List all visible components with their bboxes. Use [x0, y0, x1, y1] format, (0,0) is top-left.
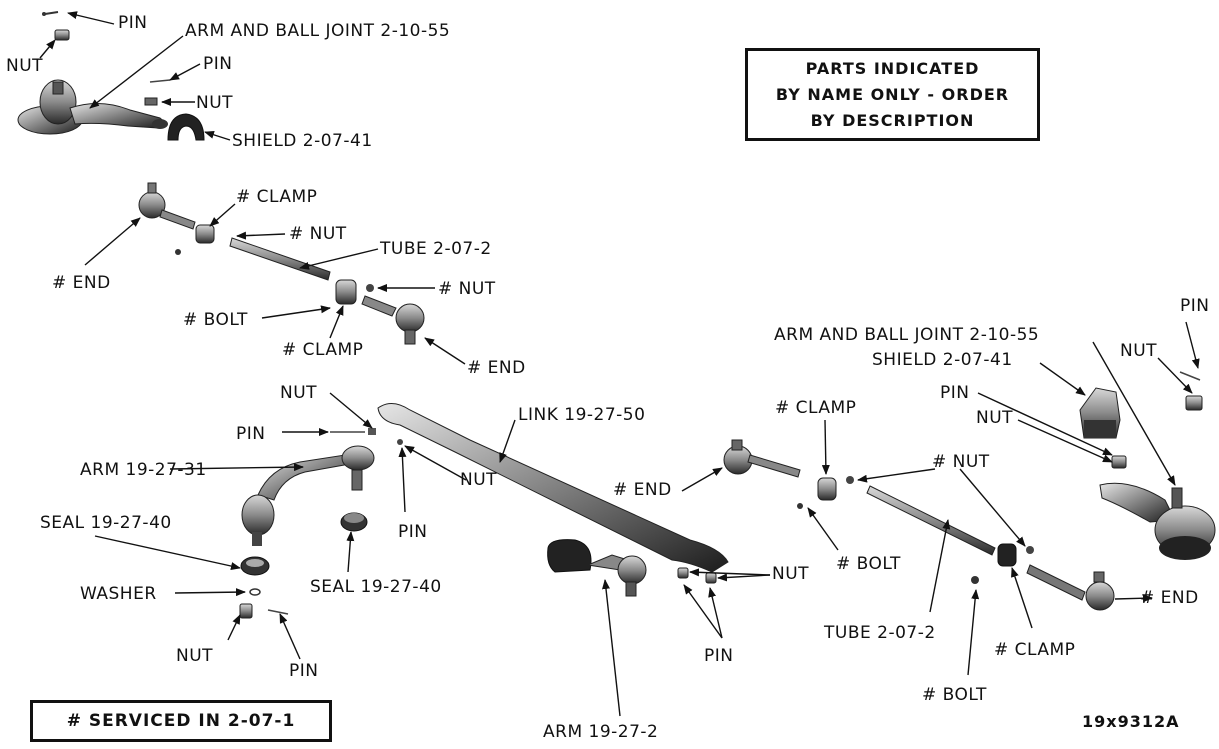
right-nut-2: [1111, 455, 1127, 469]
right-lower-bolt: [971, 576, 979, 584]
right-upper-clamp: [817, 477, 837, 501]
label-clamp: # CLAMP: [994, 640, 1076, 660]
top-left-shield: [167, 113, 205, 141]
label-arm-ball-joint: ARM AND BALL JOINT 2-10-55: [774, 325, 1040, 345]
label-nut: # NUT: [932, 452, 990, 472]
label-link: LINK 19-27-50: [518, 405, 646, 425]
right-upper-nut: [846, 476, 854, 484]
upper-right-nut: [366, 284, 374, 292]
label-nut: NUT: [196, 93, 234, 113]
label-pin: PIN: [118, 13, 148, 33]
label-nut: NUT: [176, 646, 214, 666]
label-end: # END: [613, 480, 672, 500]
idler-arm: [547, 539, 647, 597]
label-nut: NUT: [280, 383, 318, 403]
label-end: # END: [52, 273, 111, 293]
label-bolt: # BOLT: [836, 554, 901, 574]
center-link: [377, 403, 729, 573]
label-nut: NUT: [976, 408, 1014, 428]
top-left-nut-2: [144, 97, 158, 106]
washer: [249, 588, 261, 596]
label-pin: PIN: [398, 522, 428, 542]
label-nut: NUT: [772, 564, 810, 584]
label-shield: SHIELD 2-07-41: [872, 350, 1013, 370]
pitman-arm: [241, 445, 375, 546]
upper-right-end: [361, 295, 425, 345]
pitman-seal: [340, 512, 368, 532]
label-pin: PIN: [236, 424, 266, 444]
notice-line-3: BY DESCRIPTION: [810, 110, 975, 130]
lower-nut: [239, 603, 253, 619]
label-shield: SHIELD 2-07-41: [232, 131, 373, 151]
label-nut: NUT: [1120, 341, 1158, 361]
right-tube: [866, 485, 996, 556]
lower-seal: [240, 556, 270, 576]
label-arm-ball-joint: ARM AND BALL JOINT 2-10-55: [185, 21, 451, 41]
label-nut: NUT: [6, 56, 44, 76]
right-upper-end: [723, 439, 801, 478]
top-left-arm-ball-joint: [17, 79, 168, 135]
notice-line-2: BY NAME ONLY - ORDER: [775, 84, 1010, 104]
label-end: # END: [1140, 588, 1199, 608]
leader-lines: [39, 11, 1200, 717]
right-upper-bolt: [797, 503, 803, 509]
label-bolt: # BOLT: [183, 310, 248, 330]
label-pin: PIN: [203, 54, 233, 74]
label-pin: PIN: [704, 646, 734, 666]
label-tube: TUBE 2-07-2: [380, 239, 492, 259]
top-left-pin: [42, 11, 59, 16]
label-seal: SEAL 19-27-40: [40, 513, 172, 533]
label-washer: WASHER: [80, 584, 157, 604]
upper-right-clamp: [335, 279, 357, 305]
right-lower-clamp: [997, 543, 1017, 567]
top-left-nut: [54, 29, 70, 41]
lower-pin: [267, 609, 289, 615]
figure-id: 19x9312A: [1082, 712, 1180, 731]
upper-left-end: [138, 182, 196, 230]
notice-line-1: PARTS INDICATED: [805, 58, 980, 78]
label-bolt: # BOLT: [922, 685, 987, 705]
label-arm: ARM 19-27-2: [543, 722, 659, 742]
label-pin: PIN: [1180, 296, 1210, 316]
upper-left-clamp: [195, 224, 215, 244]
label-nut: # NUT: [289, 224, 347, 244]
label-clamp: # CLAMP: [282, 340, 364, 360]
top-left-pin-2: [149, 79, 171, 83]
upper-tube: [229, 237, 331, 281]
right-lower-end: [1026, 564, 1115, 611]
right-nut: [1185, 395, 1203, 411]
label-clamp: # CLAMP: [236, 187, 318, 207]
label-clamp: # CLAMP: [775, 398, 857, 418]
upper-left-bolt: [175, 249, 181, 255]
right-arm-ball-joint: [1099, 482, 1216, 560]
serviced-note: # SERVICED IN 2-07-1: [30, 700, 332, 742]
label-tube: TUBE 2-07-2: [824, 623, 936, 643]
right-shield: [1079, 387, 1121, 439]
link-pin-nut: [330, 428, 403, 445]
label-nut: NUT: [460, 470, 498, 490]
idler-nuts: [677, 567, 717, 584]
label-seal: SEAL 19-27-40: [310, 577, 442, 597]
label-pin: PIN: [289, 661, 319, 681]
right-pin: [1179, 371, 1201, 381]
label-end: # END: [467, 358, 526, 378]
right-lower-nut: [1026, 546, 1034, 554]
label-pin: PIN: [940, 383, 970, 403]
label-nut: # NUT: [438, 279, 496, 299]
notice-box: PARTS INDICATED BY NAME ONLY - ORDER BY …: [745, 48, 1040, 141]
label-arm: ARM 19-27-31: [80, 460, 207, 480]
